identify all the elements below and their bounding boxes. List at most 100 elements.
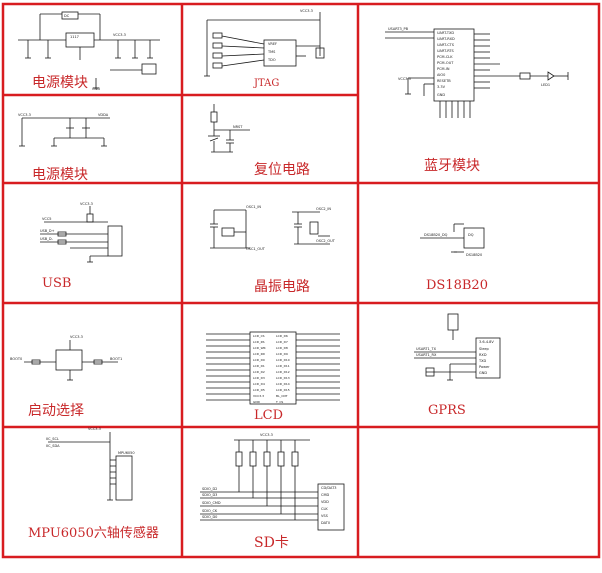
svg-text:DAT0: DAT0 <box>321 521 330 525</box>
svg-text:SDIO_D2: SDIO_D2 <box>202 487 217 491</box>
svg-text:VCC3.3: VCC3.3 <box>80 202 93 206</box>
title-usb: USB <box>42 276 72 291</box>
svg-text:VSS: VSS <box>321 514 329 518</box>
svg-text:SDIO_D0: SDIO_D0 <box>202 515 217 519</box>
svg-text:VCC3.3: VCC3.3 <box>70 335 83 339</box>
crystal-circuit <box>210 209 330 249</box>
svg-text:LCD_D4: LCD_D4 <box>253 382 265 386</box>
svg-text:DC: DC <box>64 14 70 18</box>
svg-text:UART-RTS: UART-RTS <box>437 49 455 53</box>
svg-text:Sleep: Sleep <box>479 347 490 351</box>
svg-text:LED1: LED1 <box>541 83 550 87</box>
jtag-circuit <box>204 12 325 77</box>
svg-text:LCD_D0: LCD_D0 <box>253 358 265 362</box>
svg-text:PCM-OUT: PCM-OUT <box>437 61 454 65</box>
svg-text:TXD: TXD <box>478 359 487 363</box>
title-reset: 复位电路 <box>254 162 310 178</box>
svg-text:3.6-4.8V: 3.6-4.8V <box>479 340 494 344</box>
svg-text:VCC3.3: VCC3.3 <box>300 9 313 13</box>
svg-text:VCC3.3: VCC3.3 <box>113 33 126 37</box>
svg-text:TMS: TMS <box>267 50 276 54</box>
svg-text:LCD_D2: LCD_D2 <box>253 370 265 374</box>
svg-text:DS18B20_DQ: DS18B20_DQ <box>424 233 448 237</box>
lcd-circuit <box>206 331 340 405</box>
svg-text:VCC3.3: VCC3.3 <box>398 77 411 81</box>
svg-text:UART-TXD: UART-TXD <box>437 31 454 35</box>
title-gprs: GPRS <box>428 403 466 418</box>
svg-text:MPU6050: MPU6050 <box>118 451 135 455</box>
svg-text:RESETB: RESETB <box>437 79 451 83</box>
svg-text:UART-CTS: UART-CTS <box>437 43 455 47</box>
svg-text:VDDA: VDDA <box>98 113 109 117</box>
title-sd: SD卡 <box>254 535 289 551</box>
svg-text:LCD_D11: LCD_D11 <box>276 364 290 368</box>
svg-text:3.3V: 3.3V <box>437 85 446 89</box>
gprs-circuit <box>414 313 501 381</box>
svg-text:GND: GND <box>92 87 100 91</box>
svg-text:SDIO_CK: SDIO_CK <box>202 509 218 513</box>
svg-text:VDD: VDD <box>321 500 329 504</box>
svg-text:VCC3.3: VCC3.3 <box>88 427 101 431</box>
svg-text:LCD_D8: LCD_D8 <box>276 346 288 350</box>
svg-text:VCC3.3: VCC3.3 <box>260 433 273 437</box>
svg-text:GND: GND <box>479 371 487 375</box>
svg-text:SDIO_CMD: SDIO_CMD <box>202 501 221 505</box>
svg-text:LCD_D6: LCD_D6 <box>276 334 288 338</box>
svg-text:LCD_CS: LCD_CS <box>253 334 265 338</box>
svg-text:GND: GND <box>253 400 261 404</box>
svg-text:LCD_D12: LCD_D12 <box>276 370 290 374</box>
svg-text:VCC3.3: VCC3.3 <box>253 394 264 398</box>
ds18b20-circuit <box>420 223 485 253</box>
svg-text:NRST: NRST <box>233 125 243 129</box>
svg-text:CD/DAT3: CD/DAT3 <box>321 486 336 490</box>
svg-text:USB_D-: USB_D- <box>40 237 54 241</box>
svg-text:IIC_SDA: IIC_SDA <box>46 444 60 448</box>
svg-text:OSC1_IN: OSC1_IN <box>246 205 261 209</box>
svg-text:LCD_D7: LCD_D7 <box>276 340 288 344</box>
mpu-circuit <box>48 432 133 501</box>
svg-text:VCC5: VCC5 <box>42 217 52 221</box>
title-bluetooth: 蓝牙模块 <box>424 158 480 174</box>
svg-text:LCD_RS: LCD_RS <box>253 340 265 344</box>
boot-circuit <box>24 340 118 381</box>
svg-text:LCD_WR: LCD_WR <box>253 346 266 350</box>
svg-text:SDIO_D3: SDIO_D3 <box>202 493 217 497</box>
svg-text:RXD: RXD <box>479 353 487 357</box>
svg-text:LCD_D9: LCD_D9 <box>276 352 288 356</box>
reset-circuit <box>208 104 250 153</box>
title-crystal: 晶振电路 <box>254 279 310 295</box>
svg-text:LCD_D3: LCD_D3 <box>253 376 265 380</box>
svg-text:LCD_D1: LCD_D1 <box>253 364 265 368</box>
svg-text:LCD_D15: LCD_D15 <box>276 388 290 392</box>
svg-text:USB_D+: USB_D+ <box>40 229 55 233</box>
svg-text:OSC2_IN: OSC2_IN <box>316 207 331 211</box>
usb-circuit <box>40 206 123 263</box>
svg-text:CLK: CLK <box>321 507 328 511</box>
svg-text:LCD_D5: LCD_D5 <box>253 388 265 392</box>
svg-text:1117: 1117 <box>70 35 79 39</box>
title-jtag: JTAG <box>254 78 280 89</box>
power2-circuit <box>19 117 110 147</box>
svg-text:LCD_D10: LCD_D10 <box>276 358 290 362</box>
svg-text:DS18B20: DS18B20 <box>466 253 482 257</box>
svg-text:PCM-CLK: PCM-CLK <box>437 55 453 59</box>
title-lcd: LCD <box>254 408 284 423</box>
svg-text:LCD_D13: LCD_D13 <box>276 376 290 380</box>
svg-text:AIO0: AIO0 <box>437 73 445 77</box>
svg-text:USART1_TX: USART1_TX <box>416 347 437 351</box>
title-mpu: MPU6050六轴传感器 <box>28 526 159 541</box>
svg-text:Power: Power <box>479 365 490 369</box>
svg-text:VREF: VREF <box>268 42 277 46</box>
svg-text:LCD_RD: LCD_RD <box>253 352 266 356</box>
svg-text:OSC2_OUT: OSC2_OUT <box>316 239 336 243</box>
svg-text:OSC1_OUT: OSC1_OUT <box>246 247 266 251</box>
title-power1: 电源模块 <box>32 75 88 91</box>
svg-text:BL_CNT: BL_CNT <box>276 394 288 398</box>
svg-text:USART1_RX: USART1_RX <box>416 353 437 357</box>
svg-text:LCD_D14: LCD_D14 <box>276 382 290 386</box>
svg-text:T_CS: T_CS <box>275 400 283 404</box>
svg-text:PCM-IN: PCM-IN <box>437 67 450 71</box>
svg-text:UART-RXD: UART-RXD <box>437 37 455 41</box>
